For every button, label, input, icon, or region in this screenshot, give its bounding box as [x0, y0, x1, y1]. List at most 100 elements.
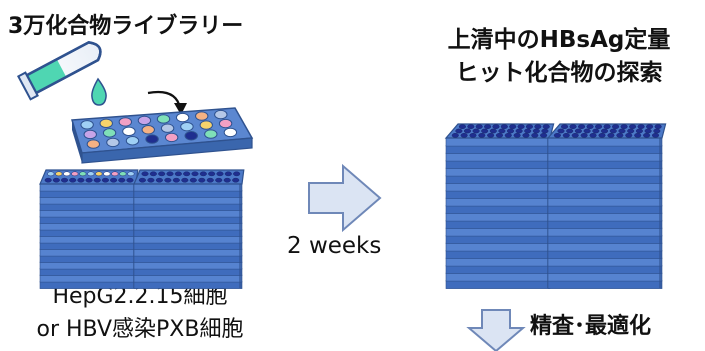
- plate-well: [578, 124, 586, 129]
- plate-layer: [445, 190, 551, 199]
- plate-layer: [39, 190, 137, 198]
- plate-layer: [133, 235, 243, 244]
- plate-layer: [547, 190, 663, 199]
- plate-layer: [133, 203, 243, 211]
- plate-layer: [547, 220, 663, 229]
- plate-well: [634, 133, 642, 138]
- plate-well: [199, 120, 213, 130]
- plate-well: [478, 133, 486, 138]
- plate-layer: [39, 222, 137, 231]
- plate-well: [206, 177, 214, 183]
- plate-layer: [445, 257, 551, 267]
- plate-well: [141, 125, 155, 135]
- plate-well: [141, 171, 149, 177]
- plate-layer: [547, 250, 663, 259]
- plate-layer: [547, 265, 663, 274]
- plate-well: [467, 124, 475, 129]
- plate-layer: [547, 257, 663, 267]
- plate-well: [224, 171, 232, 177]
- plate-well: [233, 171, 241, 177]
- plate-layer: [445, 280, 551, 289]
- plate-well: [85, 177, 93, 183]
- plate-well: [55, 171, 63, 177]
- plate-layer: [133, 229, 243, 237]
- plate-well: [189, 177, 197, 183]
- plate-well: [215, 177, 223, 183]
- plate-well: [125, 136, 140, 146]
- plate-well: [629, 124, 637, 129]
- plate-well: [60, 177, 69, 183]
- plate-well: [569, 124, 577, 129]
- plate-well: [147, 177, 155, 183]
- plate-layer: [133, 216, 243, 224]
- plate-well: [103, 171, 111, 177]
- plate-well: [183, 171, 191, 177]
- plate-well: [506, 128, 515, 134]
- screening-title: 上清中のHBsAg定量 ヒット化合物の探索: [418, 24, 700, 90]
- plate-well: [515, 128, 523, 134]
- plate-stack-left-cells: [133, 169, 245, 289]
- plate-well: [191, 171, 199, 177]
- test-tube-icon: [16, 41, 102, 101]
- plate-well: [644, 128, 652, 134]
- plate-well: [218, 118, 233, 129]
- plate-well: [469, 133, 477, 138]
- plate-well: [595, 124, 603, 129]
- plate-layer: [445, 227, 551, 237]
- plate-well: [137, 115, 152, 126]
- plate-stack-edge: [659, 138, 662, 288]
- plate-well: [156, 114, 171, 124]
- plate-stack-right-1: [444, 123, 555, 289]
- plate-layer: [39, 196, 137, 205]
- plate-well: [86, 139, 101, 149]
- curved-arrow-icon: [147, 90, 187, 115]
- plate-well: [232, 177, 240, 183]
- plate-well: [95, 171, 103, 177]
- plate-well: [47, 171, 55, 177]
- plate-layer: [445, 182, 551, 192]
- plate-layer: [445, 212, 551, 222]
- plate-layer: [39, 242, 137, 250]
- plate-well: [517, 124, 525, 129]
- plate-layer: [39, 261, 137, 270]
- plate-well: [600, 128, 609, 134]
- plate-well: [166, 171, 174, 177]
- plate-layer: [547, 272, 663, 282]
- plate-layer: [445, 145, 551, 154]
- plate-well: [118, 117, 133, 127]
- plate-well: [571, 133, 579, 138]
- plate-well: [160, 123, 175, 133]
- plate-layer: [133, 183, 243, 192]
- plate-well: [553, 133, 561, 138]
- plate-well: [204, 129, 218, 139]
- plate-well: [223, 127, 238, 138]
- plate-well: [145, 134, 159, 144]
- plate-well: [158, 171, 166, 177]
- plate-well: [101, 177, 109, 183]
- plate-well: [195, 111, 209, 121]
- plate-well: [149, 171, 157, 177]
- plate-well: [625, 133, 633, 138]
- plate-well: [122, 126, 136, 137]
- plate-well: [119, 171, 127, 177]
- plate-well: [589, 133, 597, 138]
- plate-well: [110, 177, 118, 183]
- plate-well: [214, 109, 228, 120]
- plate-well: [616, 133, 624, 138]
- plate-layer: [547, 167, 663, 177]
- plate-layer: [445, 152, 551, 162]
- plate-layer: [445, 250, 551, 259]
- plate-layer: [547, 175, 663, 184]
- plate-well: [637, 124, 645, 129]
- plate-well: [531, 133, 539, 138]
- plate-well: [562, 133, 570, 138]
- plate-well: [525, 124, 534, 129]
- plate-well: [492, 124, 500, 129]
- right-arrow-icon: [308, 163, 382, 233]
- plate-well: [52, 177, 60, 183]
- plate-well: [487, 133, 495, 138]
- plate-layer: [133, 255, 243, 263]
- plate-well: [118, 177, 126, 183]
- plate-layer: [39, 229, 137, 237]
- plate-well: [513, 133, 521, 138]
